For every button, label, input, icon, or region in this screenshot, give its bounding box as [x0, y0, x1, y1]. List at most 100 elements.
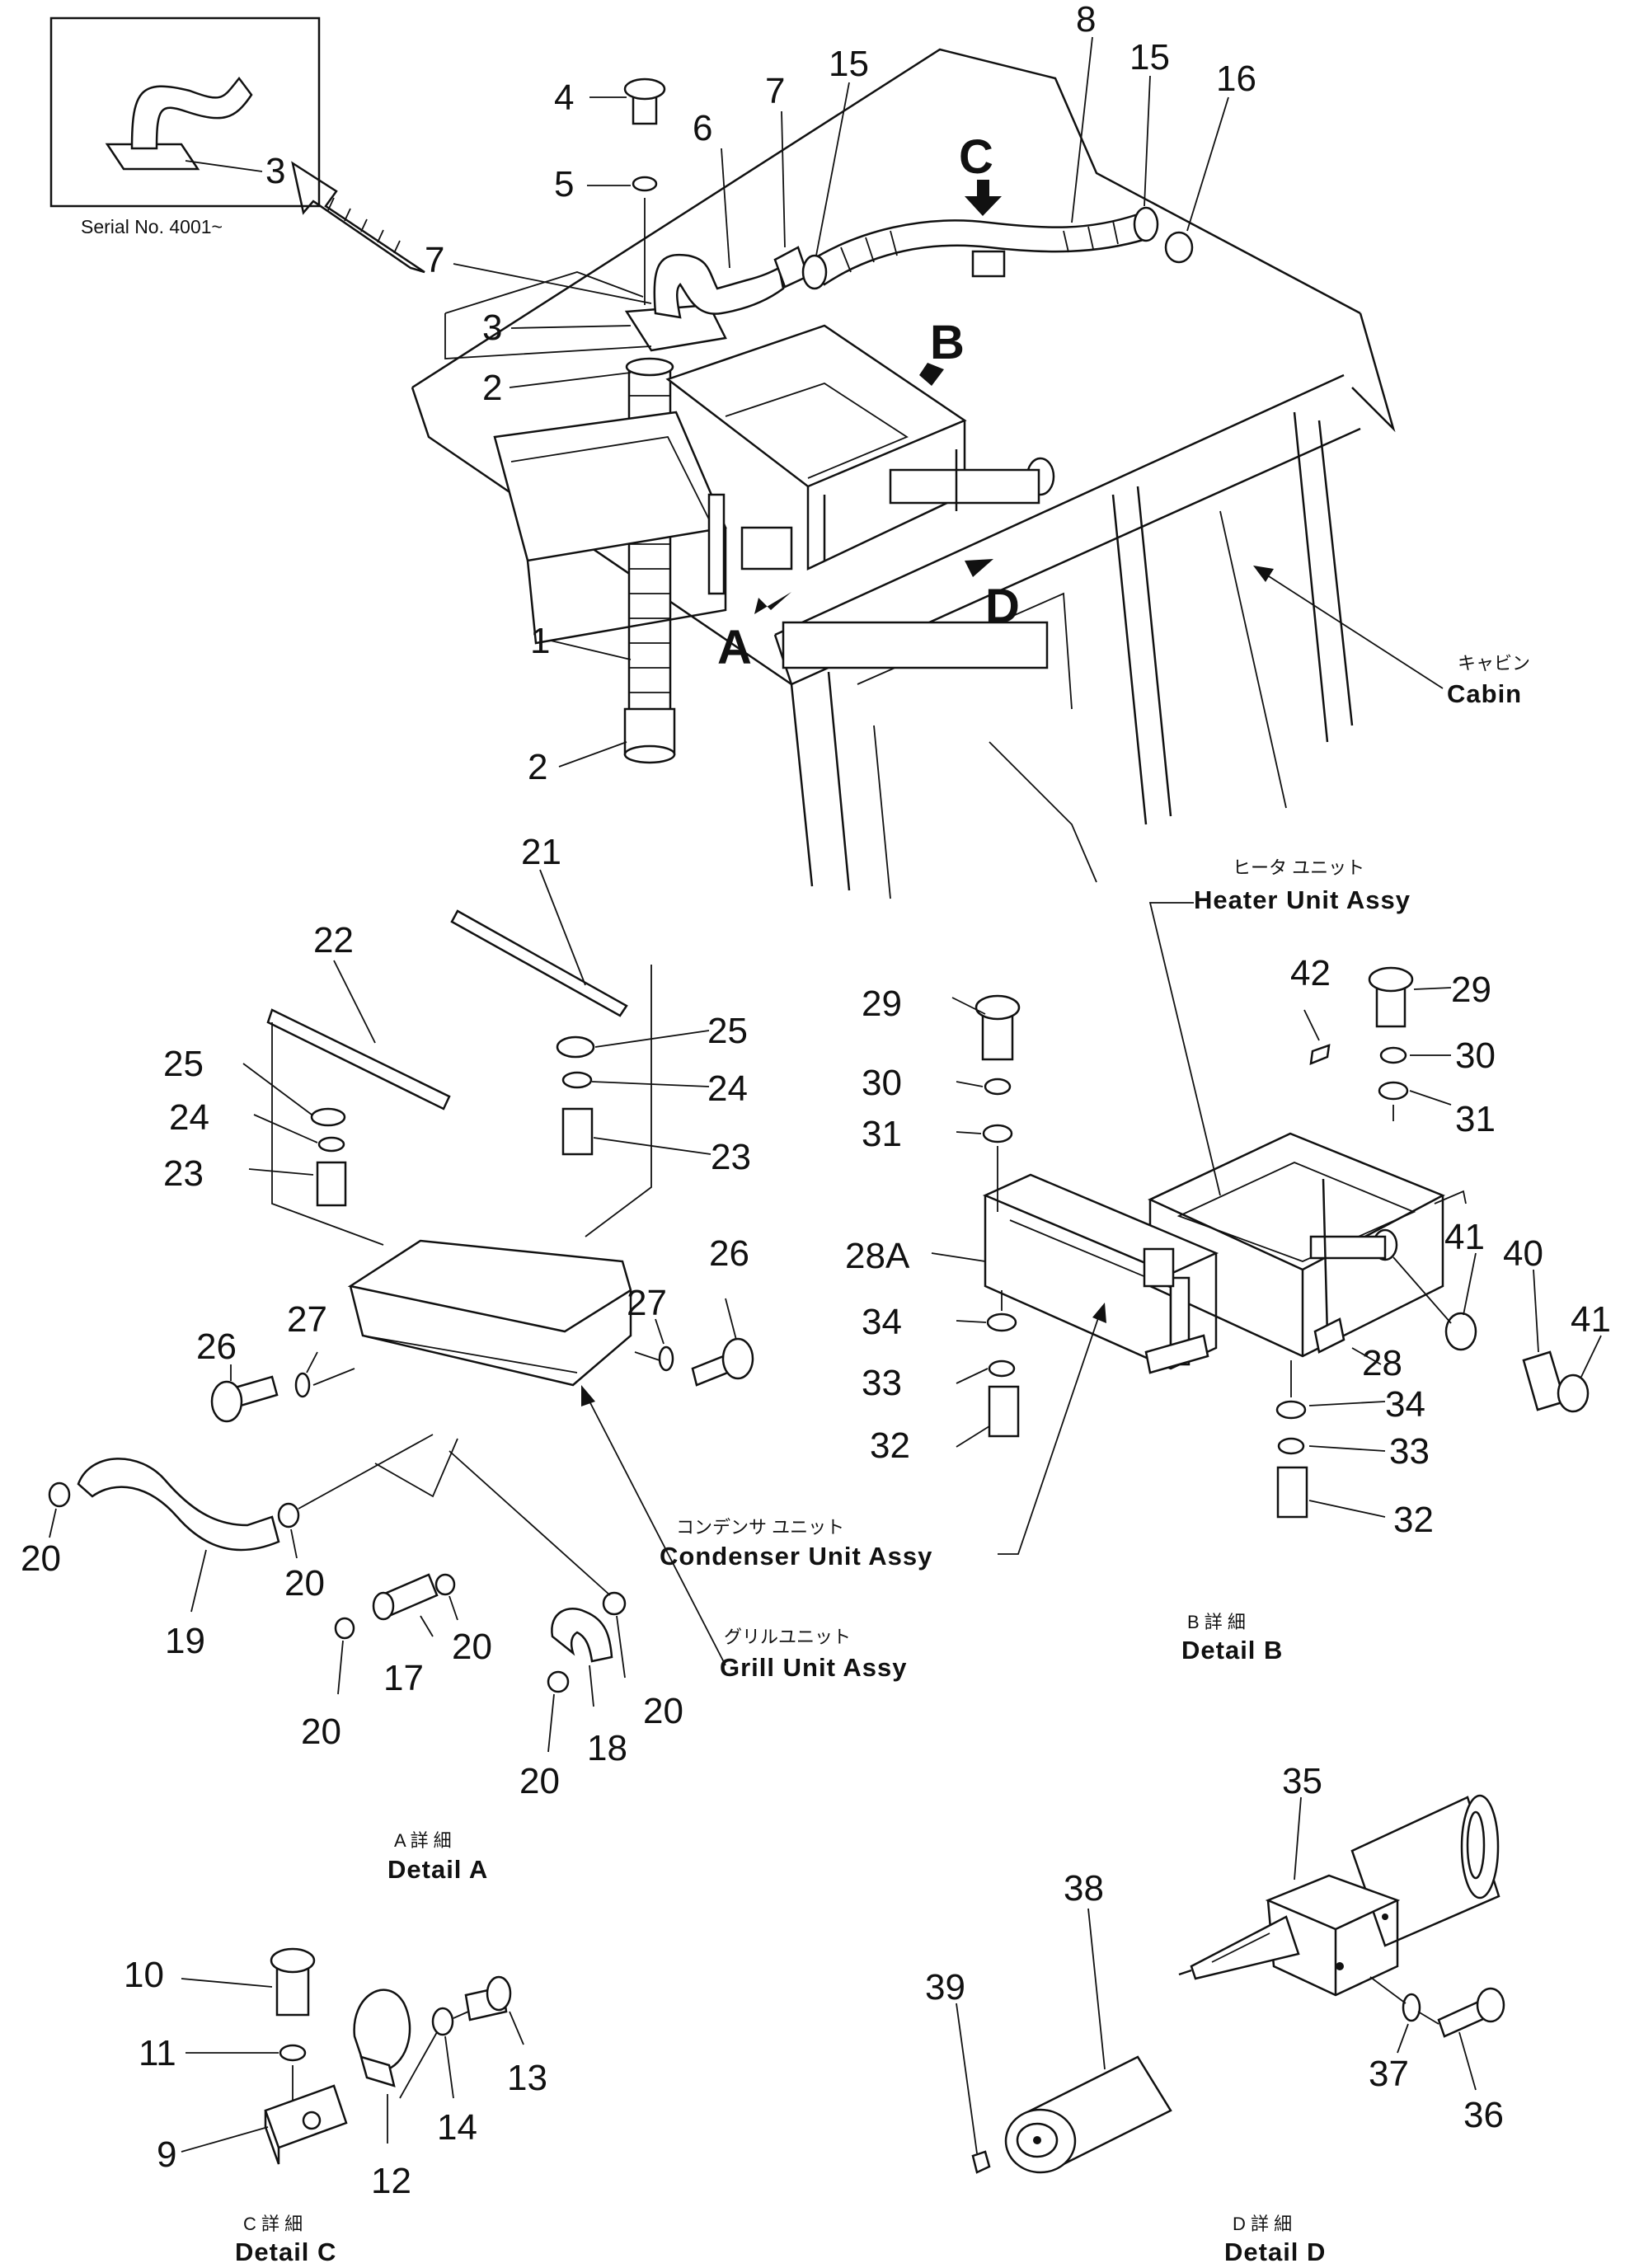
part-num-7-top: 7: [765, 71, 785, 111]
part-num-20-elbow-bottom: 20: [519, 1761, 560, 1801]
duct-cap-top: [625, 357, 674, 377]
hose-19: [77, 1458, 280, 1552]
grill-tray: [347, 1239, 632, 1333]
part-num-20-hose17-right: 20: [452, 1627, 492, 1667]
part-num-32-right: 32: [1393, 1500, 1434, 1540]
roof-top-edge: [411, 48, 1361, 389]
part-num-7-left: 7: [425, 240, 444, 280]
inset-pointer-arrow: [291, 161, 425, 274]
part-num-31-right: 31: [1455, 1099, 1496, 1139]
grill-label-jp: グリルユニット: [724, 1627, 851, 1647]
screw-23-right: [561, 1107, 594, 1156]
washer-25-right: [556, 1035, 595, 1059]
arrow-d: [965, 559, 993, 577]
part-num-18: 18: [587, 1728, 627, 1768]
part-num-36: 36: [1463, 2095, 1504, 2135]
part-num-29-right: 29: [1451, 970, 1491, 1010]
condenser-leader: [998, 1310, 1101, 1555]
grill-leader: [585, 1392, 726, 1666]
washer-24-left: [317, 1136, 345, 1153]
detail-letter-c: C: [959, 130, 993, 184]
clamp-20-far-left: [48, 1481, 71, 1508]
part-num-24-right: 24: [707, 1068, 748, 1109]
inset-leader-3: [185, 160, 263, 172]
detail-c-caption-jp: C 詳 細: [243, 2214, 303, 2234]
arrow-b: [919, 363, 944, 386]
part-num-30-left: 30: [862, 1063, 902, 1103]
washer-34-right: [1275, 1400, 1307, 1420]
part-num-19: 19: [165, 1621, 205, 1661]
part-num-34-left: 34: [862, 1302, 902, 1342]
part-num-26-right: 26: [709, 1233, 749, 1274]
detail-d-labels: 35 38 39 37 36: [925, 1761, 1504, 2135]
part-num-29-left: 29: [862, 984, 902, 1024]
part-num-39: 39: [925, 1967, 965, 2007]
arrow-c: [965, 180, 1002, 216]
condenser-frame-main: [493, 411, 727, 562]
cap-16: [1164, 231, 1194, 264]
tag-42: [1309, 1044, 1331, 1065]
part-num-34-right: 34: [1385, 1384, 1425, 1425]
part-num-11: 11: [139, 2033, 176, 2073]
part-num-14: 14: [437, 2107, 477, 2148]
rear-pillar: [1293, 411, 1329, 743]
detail-d-caption-jp: D 詳 細: [1233, 2214, 1292, 2234]
part-num-22: 22: [313, 920, 354, 960]
washer-31-left: [982, 1124, 1013, 1143]
detail-a-labels: 21 22 25 24 23 25 24 23 26 27 27 26 20 1…: [21, 832, 751, 1801]
bolt-32-right: [1276, 1466, 1308, 1519]
part-num-35: 35: [1282, 1761, 1322, 1801]
part-num-3-inset: 3: [265, 151, 285, 191]
detail-a: [48, 869, 754, 1753]
detail-b-caption-en: Detail B: [1181, 1636, 1283, 1665]
part-num-5: 5: [554, 164, 574, 204]
part-num-42: 42: [1290, 953, 1331, 993]
part-num-2-top: 2: [482, 368, 502, 408]
detail-b: [931, 966, 1602, 1519]
detail-c: [181, 1947, 524, 2165]
washer-33-right: [1277, 1437, 1305, 1455]
tube-d-main: [782, 621, 1049, 669]
part-num-26-left: 26: [196, 1327, 237, 1367]
bracket-21: [450, 909, 628, 1017]
washer-30-left: [984, 1078, 1012, 1096]
part-num-25-left: 25: [163, 1044, 204, 1084]
part-num-8: 8: [1076, 0, 1096, 40]
part-num-37: 37: [1369, 2054, 1409, 2094]
detail-d-caption-en: Detail D: [1224, 2237, 1326, 2266]
washer-27-right: [658, 1345, 674, 1372]
part-num-20-elbow-top: 20: [643, 1691, 683, 1731]
part-num-3-main: 3: [482, 308, 502, 348]
elbow-hose: [653, 253, 785, 319]
part-num-33-left: 33: [862, 1363, 902, 1403]
clamp-20-elbow-top: [602, 1591, 627, 1616]
detail-b-caption-jp: B 詳 細: [1187, 1612, 1246, 1632]
part-num-20-hose19: 20: [284, 1563, 325, 1604]
hose-clamp-15-right: [1133, 206, 1159, 242]
main-part-labels: 4 5 6 7 7 3 2 1 2 15 8 15 16: [425, 0, 1256, 787]
hose-holder-c: [971, 250, 1006, 278]
part-num-33-right: 33: [1389, 1431, 1430, 1472]
part-num-30-right: 30: [1455, 1035, 1496, 1076]
mount-flange: [624, 303, 727, 352]
part-num-23-right: 23: [711, 1137, 751, 1177]
part-num-41-right: 41: [1571, 1299, 1611, 1340]
part-num-6: 6: [693, 108, 712, 148]
part-num-27-right: 27: [627, 1283, 667, 1323]
washer-11: [279, 2044, 307, 2062]
grill-label-en: Grill Unit Assy: [720, 1653, 907, 1682]
hose-clamp-15-left: [801, 254, 828, 290]
part-num-24-left: 24: [169, 1097, 209, 1138]
washer-37: [1402, 1993, 1421, 2022]
detail-letter-a: A: [717, 621, 752, 674]
part-num-27-left: 27: [287, 1299, 327, 1340]
heater-bracket-rod: [1322, 1178, 1329, 1336]
part-num-41-left: 41: [1444, 1217, 1485, 1257]
part-num-10: 10: [124, 1955, 164, 1995]
detail-c-labels: 10 11 9 12 14 13: [124, 1955, 547, 2201]
nut-39: [971, 2150, 991, 2174]
heater-label-en: Heater Unit Assy: [1194, 885, 1411, 914]
part-num-9: 9: [157, 2134, 176, 2175]
part-num-21: 21: [521, 832, 561, 872]
